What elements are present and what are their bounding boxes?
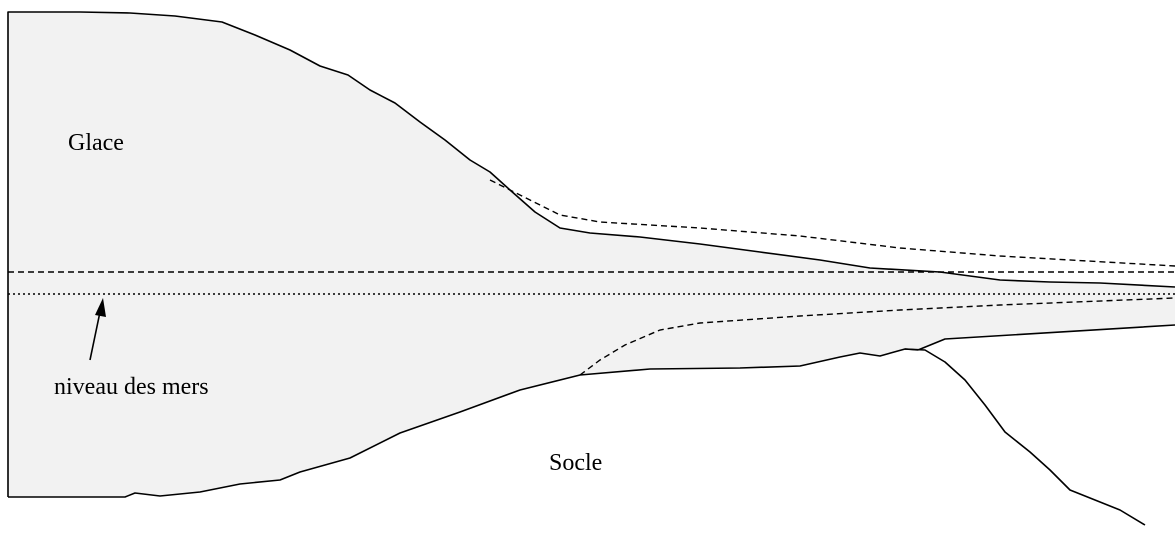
- bedrock-slope-line: [904, 348, 1146, 526]
- ice-body: [8, 12, 1175, 497]
- sea-level-arrow-shaft: [89, 311, 101, 361]
- ice-surface-line: [7, 11, 1175, 497]
- glacier-bed-line: [8, 348, 919, 498]
- ice-label: Glace: [68, 130, 124, 156]
- sea-level-arrow-head: [95, 298, 106, 317]
- bedrock-label: Socle: [549, 450, 602, 476]
- alternate-ice-surface-dashed: [489, 179, 1175, 267]
- alternate-ice-base-dashed: [579, 297, 1175, 376]
- sea-level-label: niveau des mers: [54, 374, 209, 400]
- ice-shelf-base-line: [917, 324, 1175, 351]
